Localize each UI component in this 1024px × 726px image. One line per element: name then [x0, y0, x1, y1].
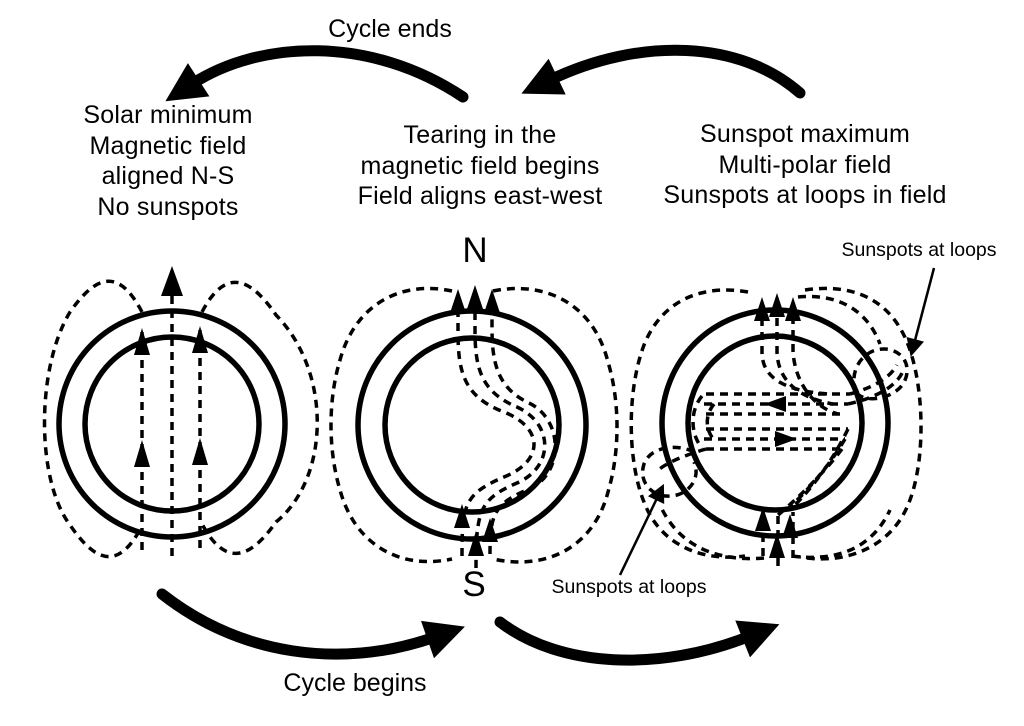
field-arrowhead — [454, 504, 470, 528]
field-arrowhead — [782, 514, 798, 538]
sunspot-pointer-top-right — [906, 267, 936, 357]
maximum-outer-circle — [659, 307, 891, 539]
stage-line: Multi-polar field — [718, 150, 892, 179]
tearing-outer-circle — [355, 308, 589, 542]
stage-line: aligned N-S — [101, 162, 235, 190]
sunspots-annotation-bottom-left: Sunspots at loops — [551, 576, 707, 598]
maximum-bottom-outside-west — [658, 504, 765, 561]
tearing-field-line-2 — [473, 298, 547, 569]
tearing-outer-loop-east — [492, 286, 619, 564]
field-arrowhead — [192, 438, 208, 465]
maximum-southeast-connector-3 — [775, 447, 844, 518]
field-arrowhead — [161, 266, 183, 296]
field-arrowhead — [484, 289, 500, 313]
north-pole-label: N — [462, 231, 488, 270]
field-arrowhead — [467, 285, 483, 309]
field-arrowhead — [754, 297, 770, 321]
stage-line: Tearing in the — [403, 121, 557, 149]
maximum-top-line-1 — [760, 318, 829, 396]
field-arrowhead — [134, 328, 150, 355]
field-arrowhead — [482, 518, 498, 542]
sun-tearing-diagram — [329, 285, 619, 569]
field-arrowhead — [192, 326, 208, 353]
westward-field-arrowhead — [764, 396, 786, 412]
sun-maximum-diagram — [629, 286, 923, 566]
maximum-west-kink-exit — [654, 447, 707, 474]
cycle-arrows — [156, 44, 806, 666]
eastward-field-arrowhead — [775, 431, 797, 447]
cycle-ends-arrow-right — [521, 44, 806, 99]
maximum-inner-circle — [685, 333, 865, 513]
tearing-outer-loop-west — [329, 286, 453, 564]
stage-tearing-label: Tearing in the magnetic field begins Fie… — [330, 120, 630, 212]
maximum-top-line-3 — [791, 316, 839, 416]
field-arrowhead — [450, 289, 466, 313]
maximum-west-connector-1 — [691, 394, 704, 450]
maximum-southeast-connector-2 — [784, 438, 847, 513]
field-arrowhead — [785, 297, 801, 321]
south-pole-label: S — [462, 565, 486, 604]
maximum-outer-loop-east-inner — [797, 294, 882, 345]
sun-minimum-diagram — [42, 266, 319, 559]
maximum-outer-loop-east — [799, 286, 923, 561]
tearing-inner-circle — [382, 335, 562, 515]
field-arrowhead — [769, 533, 785, 558]
stage-line: Magnetic field — [89, 131, 247, 160]
field-arrowhead — [769, 293, 785, 317]
maximum-east-curl-1 — [849, 364, 899, 396]
tearing-field-line-3 — [488, 298, 557, 555]
stage-line: Sunspots at loops in field — [663, 181, 947, 209]
cycle-ends-label: Cycle ends — [328, 15, 452, 43]
stage-line: Solar minimum — [83, 101, 253, 129]
cycle-begins-label: Cycle begins — [283, 669, 427, 697]
maximum-bottom-outside-east — [791, 509, 892, 560]
stage-line: Field aligns east-west — [357, 182, 603, 210]
cycle-ends-arrow-left — [165, 45, 469, 103]
minimum-outer-loop-east — [200, 280, 319, 556]
sunspot-pointer-bottom-left — [618, 483, 665, 576]
cycle-begins-arrow-left — [156, 588, 465, 660]
minimum-outer-loop-west — [42, 279, 144, 559]
maximum-east-curl-2 — [847, 370, 905, 406]
maximum-west-connector-2 — [705, 402, 716, 442]
maximum-east-sunspot-loop — [852, 347, 909, 401]
sunspots-annotation-top-right: Sunspots at loops — [841, 239, 997, 261]
maximum-west-sunspot-loop — [640, 445, 698, 498]
field-arrowhead — [134, 440, 150, 467]
stage-solar-minimum-label: Solar minimum Magnetic field aligned N-S… — [38, 100, 298, 222]
stage-line: magnetic field begins — [360, 151, 600, 180]
stage-sunspot-maximum-label: Sunspot maximum Multi-polar field Sunspo… — [640, 119, 970, 211]
maximum-southeast-connector-1 — [791, 428, 850, 509]
field-arrowhead — [755, 507, 771, 531]
stage-line: Sunspot maximum — [699, 120, 911, 148]
field-arrowhead — [468, 531, 484, 556]
annotation-arrows — [618, 267, 936, 576]
maximum-top-line-2 — [775, 318, 834, 406]
cycle-begins-arrow-right — [494, 616, 780, 666]
stage-line: No sunspots — [97, 192, 239, 221]
